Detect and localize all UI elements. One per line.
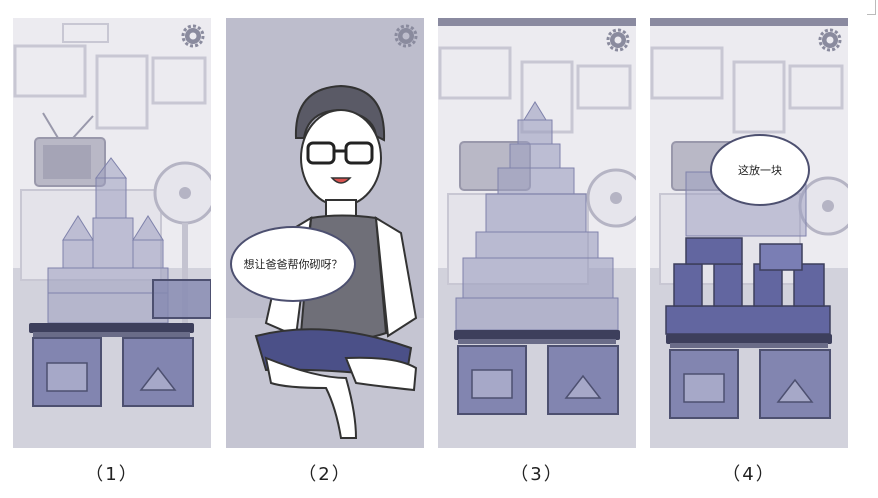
game-block-roof: [523, 101, 547, 121]
game-block: [665, 305, 831, 335]
game-block: [509, 143, 561, 169]
settings-gear-icon[interactable]: [818, 28, 842, 52]
room-scene: [438, 18, 636, 448]
wall-frame: [788, 64, 844, 110]
screenshot-panel-2: 想让爸爸帮你砌呀？: [226, 18, 424, 448]
settings-gear-icon[interactable]: [394, 24, 418, 48]
screenshot-panel-4: 这放一块: [650, 18, 848, 448]
game-block-roof: [95, 157, 127, 179]
window-corner-mark: [867, 0, 876, 15]
game-block: [47, 267, 169, 294]
room-scene: [650, 18, 848, 448]
screenshot-panel-3: [438, 18, 636, 448]
settings-gear-icon[interactable]: [181, 24, 205, 48]
room-scene: [13, 18, 211, 448]
triangle-icon: [776, 378, 814, 403]
wall-frame: [732, 60, 786, 134]
wall-frame: [95, 54, 149, 130]
game-block: [673, 263, 703, 307]
screenshot-panel-1: [13, 18, 211, 448]
square-icon: [471, 369, 513, 399]
speech-bubble: 这放一块: [710, 134, 810, 206]
square-icon: [46, 362, 88, 392]
build-platform: [666, 334, 832, 344]
game-block: [132, 239, 164, 269]
placed-block: [759, 243, 803, 271]
game-block: [753, 263, 783, 307]
speech-bubble: 想让爸爸帮你砌呀？: [230, 226, 356, 302]
game-block: [517, 119, 553, 145]
game-block: [713, 263, 743, 307]
panel-caption-3: （3）: [510, 464, 564, 485]
panel-caption-4: （4）: [722, 464, 776, 485]
game-block: [455, 297, 619, 331]
held-block: [152, 279, 211, 319]
game-block: [462, 257, 614, 299]
panel-caption-1: （1）: [85, 464, 139, 485]
triangle-icon: [564, 374, 602, 399]
game-block: [95, 177, 127, 219]
game-block: [497, 167, 575, 195]
game-block: [62, 239, 94, 269]
wall-frame: [62, 23, 109, 43]
game-block: [685, 237, 743, 265]
wall-frame: [13, 44, 87, 98]
game-block-roof: [132, 215, 164, 241]
game-block: [485, 193, 587, 233]
build-platform: [29, 323, 194, 333]
square-icon: [683, 373, 725, 403]
wall-frame: [438, 46, 512, 100]
wall-frame: [151, 56, 207, 105]
wall-frame: [650, 46, 724, 100]
panel-caption-2: （2）: [298, 464, 352, 485]
game-block: [92, 217, 134, 269]
triangle-icon: [139, 366, 177, 391]
wall-frame: [576, 64, 632, 110]
speech-text: 这放一块: [738, 164, 782, 177]
game-block: [475, 231, 599, 259]
game-block: [793, 263, 825, 307]
settings-gear-icon[interactable]: [606, 28, 630, 52]
game-block-roof: [62, 215, 94, 241]
speech-text: 想让爸爸帮你砌呀？: [243, 258, 343, 271]
build-platform: [454, 330, 620, 340]
game-block: [47, 292, 169, 324]
